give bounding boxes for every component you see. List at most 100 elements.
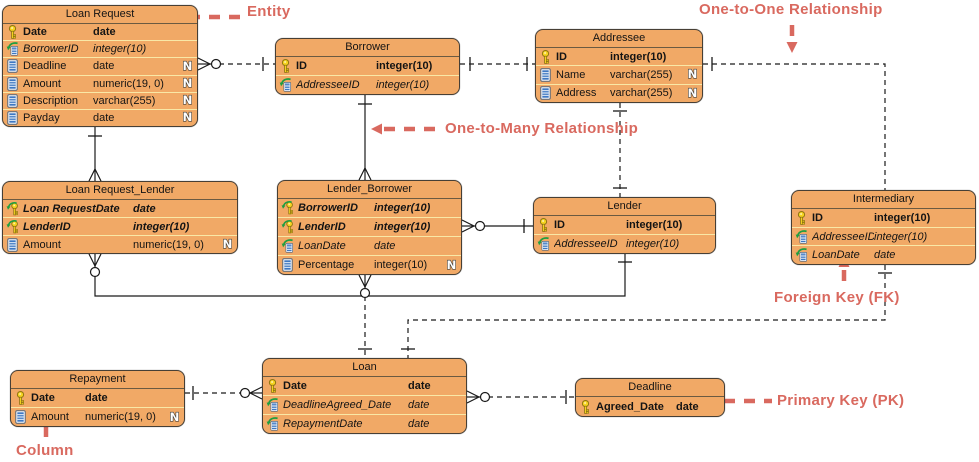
entity-table-title[interactable]: Borrower xyxy=(276,39,459,57)
column-type: date xyxy=(374,240,396,252)
table-row-deadlineagreed-date[interactable]: DeadlineAgreed_Date date xyxy=(263,395,466,414)
entity-table-title[interactable]: Loan Request_Lender xyxy=(3,182,237,200)
column-type: varchar(255) xyxy=(610,87,673,100)
column-type: integer(10) xyxy=(874,230,928,243)
arrowhead-icon xyxy=(786,42,798,53)
entity-table-title[interactable]: Lender_Borrower xyxy=(278,181,461,199)
crowfoot-many-marker xyxy=(249,386,263,400)
nullable-icon xyxy=(687,86,698,100)
annotation-one-to-many-label[interactable]: One-to-Many Relationship xyxy=(445,120,639,137)
nullable-icon xyxy=(169,410,180,424)
connector-addressee-intermediary xyxy=(703,57,886,190)
connector-intermediary-loan xyxy=(401,265,892,358)
entity-table-title[interactable]: Deadline xyxy=(576,379,724,397)
primary-key-icon xyxy=(797,210,806,225)
optional-circle xyxy=(474,220,486,232)
entity-table-title[interactable]: Lender xyxy=(534,198,715,216)
entity-table-title[interactable]: Addressee xyxy=(536,30,702,48)
connector-borrower-addressee xyxy=(460,57,535,71)
crowfoot-many-marker xyxy=(197,57,211,71)
crowfoot-many-marker xyxy=(88,253,102,267)
annotation-one-to-one-label[interactable]: One-to-One Relationship xyxy=(699,1,883,18)
entity-table-title[interactable]: Loan Request xyxy=(3,6,197,24)
connector-loanrequest-loanrequestlender xyxy=(88,127,102,182)
column-name: DeadlineAgreed_Date xyxy=(283,399,392,411)
foreign-key-icon xyxy=(266,417,279,431)
primary-key-icon xyxy=(16,391,25,405)
primary-key-icon xyxy=(268,379,277,393)
primary-key-icon xyxy=(281,59,290,73)
column-type: integer(10) xyxy=(874,211,931,224)
column-icon xyxy=(7,76,18,91)
entity-table-title[interactable]: Loan xyxy=(263,359,466,377)
primary-key-icon xyxy=(539,218,548,232)
connector-repayment-loan xyxy=(185,386,263,400)
column-name: Agreed_Date xyxy=(596,400,664,413)
column-name: Name xyxy=(556,68,586,81)
column-icon xyxy=(7,94,18,108)
connector-borrower-lenderborrower xyxy=(358,95,372,181)
foreign-key-icon xyxy=(6,42,19,56)
foreign-key-icon xyxy=(795,230,808,244)
annotation-entity-label[interactable]: Entity xyxy=(247,3,291,20)
column-type: integer(10) xyxy=(374,221,431,233)
annotation-foreign-key-label[interactable]: Foreign Key (FK) xyxy=(774,289,900,306)
crowfoot-many-marker xyxy=(358,167,372,181)
annotation-primary-key-label[interactable]: Primary Key (PK) xyxy=(777,392,905,409)
nullable-icon xyxy=(182,59,193,73)
primary-foreign-key-icon xyxy=(6,202,19,216)
table-row-name[interactable]: Name varchar(255) xyxy=(536,65,702,83)
nullable-icon xyxy=(687,68,698,82)
connector-borrower-loanrequest xyxy=(197,57,275,71)
column-icon xyxy=(540,86,551,101)
entity-table-title[interactable]: Intermediary xyxy=(792,191,975,209)
column-type: date xyxy=(408,399,430,411)
column-type: varchar(255) xyxy=(610,68,673,81)
foreign-key-icon xyxy=(266,398,279,412)
entity-table-title[interactable]: Repayment xyxy=(11,371,184,389)
annotation-column-label[interactable]: Column xyxy=(16,442,74,459)
